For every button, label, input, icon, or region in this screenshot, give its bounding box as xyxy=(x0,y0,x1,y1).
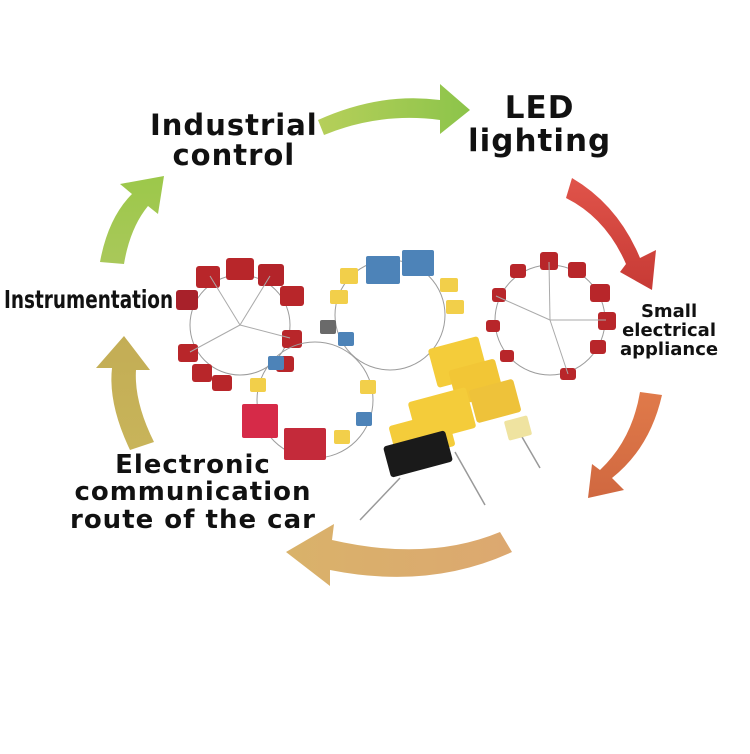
label-line: control xyxy=(172,138,296,173)
label-line: Industrial xyxy=(150,108,318,142)
label-electronic-communication: Electronic communication route of the ca… xyxy=(70,450,316,535)
label-line: communication xyxy=(74,477,312,508)
cycle-arrow-icon xyxy=(588,392,662,498)
label-line: lighting xyxy=(468,122,612,159)
label-line: Small xyxy=(640,301,698,322)
label-line: route of the car xyxy=(70,504,316,535)
cycle-arrow-icon xyxy=(566,178,656,290)
label-line: Electronic xyxy=(115,450,271,480)
cycle-arrow-icon xyxy=(286,524,512,586)
label-instrumentation: Instrumentation xyxy=(4,285,174,314)
yellow-capacitor-ring xyxy=(320,250,464,371)
capacitor-ring-image xyxy=(176,250,616,521)
label-small-electrical-appliance: Small electrical appliance xyxy=(620,301,719,360)
label-industrial-control: Industrial control xyxy=(150,110,318,171)
red-capacitor-ring-left xyxy=(176,258,304,391)
cycle-arrow-icon xyxy=(318,84,470,135)
mixed-capacitor-ring xyxy=(242,341,376,460)
cycle-arrow-icon xyxy=(100,176,164,264)
label-line: electrical xyxy=(622,319,716,341)
red-capacitor-ring-right xyxy=(486,252,616,380)
axial-capacitors xyxy=(359,336,541,521)
label-line: LED xyxy=(504,90,575,126)
cycle-arrow-icon xyxy=(96,336,154,450)
cycle-arrows xyxy=(96,84,662,586)
label-line: appliance xyxy=(620,338,719,360)
label-led-lighting: LED lighting xyxy=(468,92,611,157)
